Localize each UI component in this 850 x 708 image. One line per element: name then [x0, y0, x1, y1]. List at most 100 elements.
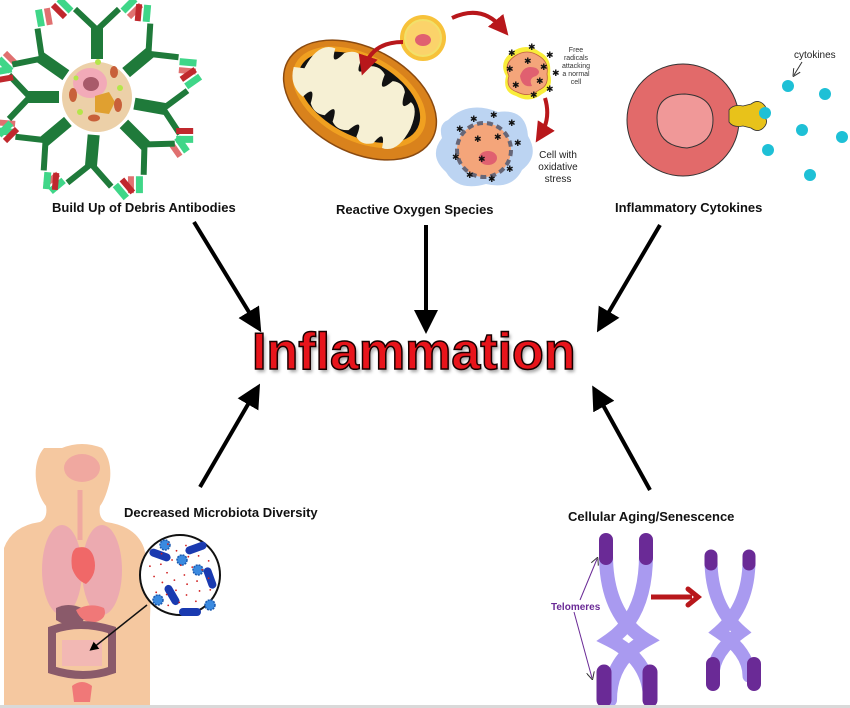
cytokine-icon [804, 169, 816, 181]
antibody-icon [43, 134, 136, 201]
rod-bacterium-icon [179, 608, 201, 616]
free-radical-icon: ✱ [452, 153, 460, 163]
particle-dot [207, 559, 210, 562]
free-radical-icon: ✱ [490, 111, 498, 121]
label-microbiota-diversity: Decreased Microbiota Diversity [124, 505, 318, 520]
inflammation-title: Inflammation [251, 322, 576, 382]
annotation-line: a normal [562, 71, 590, 78]
mitochondria-icon: ✱✱✱✱✱✱✱✱✱✱✱ ✱✱✱✱✱✱✱✱✱✱✱✱ [282, 10, 560, 187]
particle-dot [183, 574, 186, 576]
rod-bacterium-icon [164, 584, 180, 606]
particle-dot [194, 600, 197, 603]
particle-dot [167, 604, 170, 607]
bottom-border [0, 705, 850, 708]
particle-dot [167, 543, 169, 546]
particle-dot [165, 593, 168, 596]
annotation-line: cell [570, 79, 582, 86]
free-radical-icon: ✱ [478, 155, 486, 165]
cocci-bacterium-icon [152, 594, 164, 606]
antibody-icon [133, 67, 203, 159]
arrow-debris-to-inflammation [192, 220, 262, 333]
free-radical-icon: ✱ [506, 165, 514, 175]
annotation-line: stress [544, 174, 572, 185]
free-radical-icon: ✱ [488, 175, 496, 185]
annotation-line: oxidative [538, 162, 578, 173]
rod-bacterium-icon [185, 541, 207, 555]
particle-dot [185, 594, 188, 596]
particle-dot [179, 564, 182, 567]
particle-dot [207, 577, 210, 580]
particle-dot [159, 563, 162, 566]
annotation-line: Cell with [539, 150, 577, 161]
cytokine-icon [819, 88, 831, 100]
free-radical-icon: ✱ [514, 139, 522, 149]
free-radical-icon: ✱ [512, 81, 520, 91]
particle-dot [153, 575, 155, 578]
rod-bacterium-icon [149, 548, 171, 562]
annotation-oxidative-stress: Cell with oxidative stress [528, 150, 588, 186]
particle-dot [175, 549, 178, 552]
particle-dot [191, 566, 194, 569]
free-radical-icon: ✱ [508, 119, 516, 129]
free-radical-icon: ✱ [508, 49, 516, 59]
free-radical-icon: ✱ [546, 85, 554, 95]
particle-dot [173, 579, 176, 582]
free-radical-icon: ✱ [530, 91, 538, 101]
label-debris-antibodies: Build Up of Debris Antibodies [52, 200, 236, 215]
particle-dot [171, 559, 173, 561]
annotation-free-radicals: Free radicals attacking a normal cell [556, 47, 596, 87]
particle-dot [149, 565, 151, 568]
free-radical-icon: ✱ [524, 57, 532, 67]
antibody-icon [119, 119, 194, 194]
particle-dot [187, 555, 190, 558]
annotation-line: Free [568, 47, 584, 54]
annotation-line: attacking [561, 63, 591, 70]
particle-dot [197, 554, 200, 557]
annotation-telomeres: Telomeres [551, 602, 601, 613]
annotation-line: radicals [563, 55, 589, 62]
cytokine-icon [796, 124, 808, 136]
particle-dot [166, 571, 168, 574]
cytokine-icon [762, 144, 774, 156]
particle-dot [186, 583, 188, 586]
arrow-cytokines-to-inflammation [596, 223, 662, 333]
chromosome-icon [573, 533, 761, 708]
particle-dot [185, 544, 187, 547]
free-radical-icon: ✱ [456, 125, 464, 135]
particle-dot [178, 601, 181, 604]
free-radical-icon: ✱ [494, 133, 502, 143]
particle-dot [201, 568, 204, 571]
cytokine-icon [836, 131, 848, 143]
free-radical-icon: ✱ [536, 77, 544, 87]
free-radical-icon: ✱ [528, 43, 536, 53]
arrow-aging-to-inflammation [592, 385, 652, 491]
annotation-cytokines: cytokines [794, 50, 836, 61]
arrow-microbiota-to-inflammation [198, 383, 261, 489]
cocci-bacterium-icon [176, 554, 188, 566]
free-radical-icon: ✱ [540, 63, 548, 73]
free-radical-icon: ✱ [466, 171, 474, 181]
free-radical-icon: ✱ [474, 135, 482, 145]
label-reactive-oxygen-species: Reactive Oxygen Species [336, 202, 494, 217]
particle-dot [161, 581, 164, 584]
cocci-bacterium-icon [159, 539, 171, 551]
antibody-cell-icon [0, 0, 203, 201]
particle-dot [196, 580, 198, 582]
antibody-icon [0, 7, 70, 84]
human-body-gut-icon [4, 444, 221, 708]
particle-dot [160, 552, 163, 555]
cocci-bacterium-icon [204, 599, 216, 611]
particle-dot [175, 589, 177, 592]
particle-dot [198, 590, 201, 592]
free-radical-icon: ✱ [506, 65, 514, 75]
free-radical-icon: ✱ [552, 69, 560, 79]
particle-dot [209, 588, 212, 591]
rod-bacterium-icon [203, 567, 217, 589]
label-inflammatory-cytokines: Inflammatory Cytokines [615, 200, 763, 215]
free-radical-icon: ✱ [546, 51, 554, 61]
cytokine-cell-icon [626, 61, 848, 181]
label-cellular-aging: Cellular Aging/Senescence [568, 509, 735, 524]
particle-dot [155, 591, 158, 594]
free-radical-icon: ✱ [470, 115, 478, 125]
